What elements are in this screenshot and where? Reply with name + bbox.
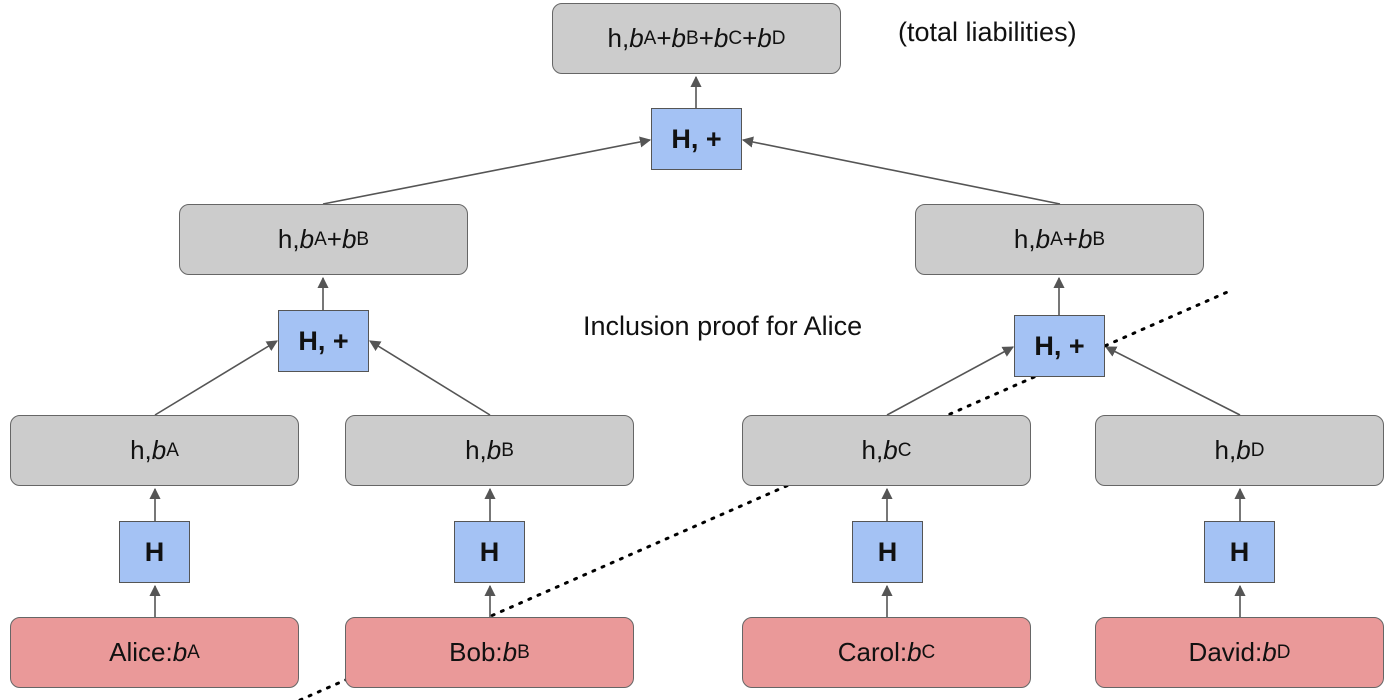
edge-david-leaf-to-right-op: [1105, 346, 1241, 416]
edge-carol-leaf-to-right-op: [886, 346, 1014, 416]
user-name-bob: Bob:: [449, 637, 503, 667]
hash-sum-op-left: H, +: [278, 310, 369, 372]
hash-op-carol: H: [852, 521, 923, 583]
leaf-hash-prefix-d: h,: [1214, 435, 1237, 465]
right-mid-prefix: h,: [1013, 224, 1036, 254]
user-name-carol: Carol:: [837, 637, 908, 667]
hash-sum-op-top: H, +: [651, 108, 742, 170]
leaf-hash-prefix-a: h,: [130, 435, 152, 465]
hash-sum-op-right: H, +: [1014, 315, 1105, 377]
edge-left-mid-to-top-op: [322, 136, 652, 205]
edge-right-mid-to-top-op: [741, 136, 1061, 205]
edge-bob-leaf-to-left-op: [369, 340, 491, 416]
root-prefix: h,: [607, 23, 630, 53]
hash-op-alice: H: [119, 521, 190, 583]
edge-alice-leaf-to-left-op: [154, 340, 278, 416]
hash-op-bob: H: [454, 521, 525, 583]
user-name-david: David:: [1188, 637, 1263, 667]
left-mid-prefix: h,: [277, 224, 300, 254]
leaf-hash-prefix-b: h,: [465, 435, 487, 465]
inclusion-proof-label: Inclusion proof for Alice: [583, 311, 863, 341]
total-liabilities-label: (total liabilities): [898, 17, 1077, 47]
leaf-hash-prefix-c: h,: [861, 435, 884, 465]
hash-op-david: H: [1204, 521, 1275, 583]
user-name-alice: Alice:: [109, 637, 173, 667]
